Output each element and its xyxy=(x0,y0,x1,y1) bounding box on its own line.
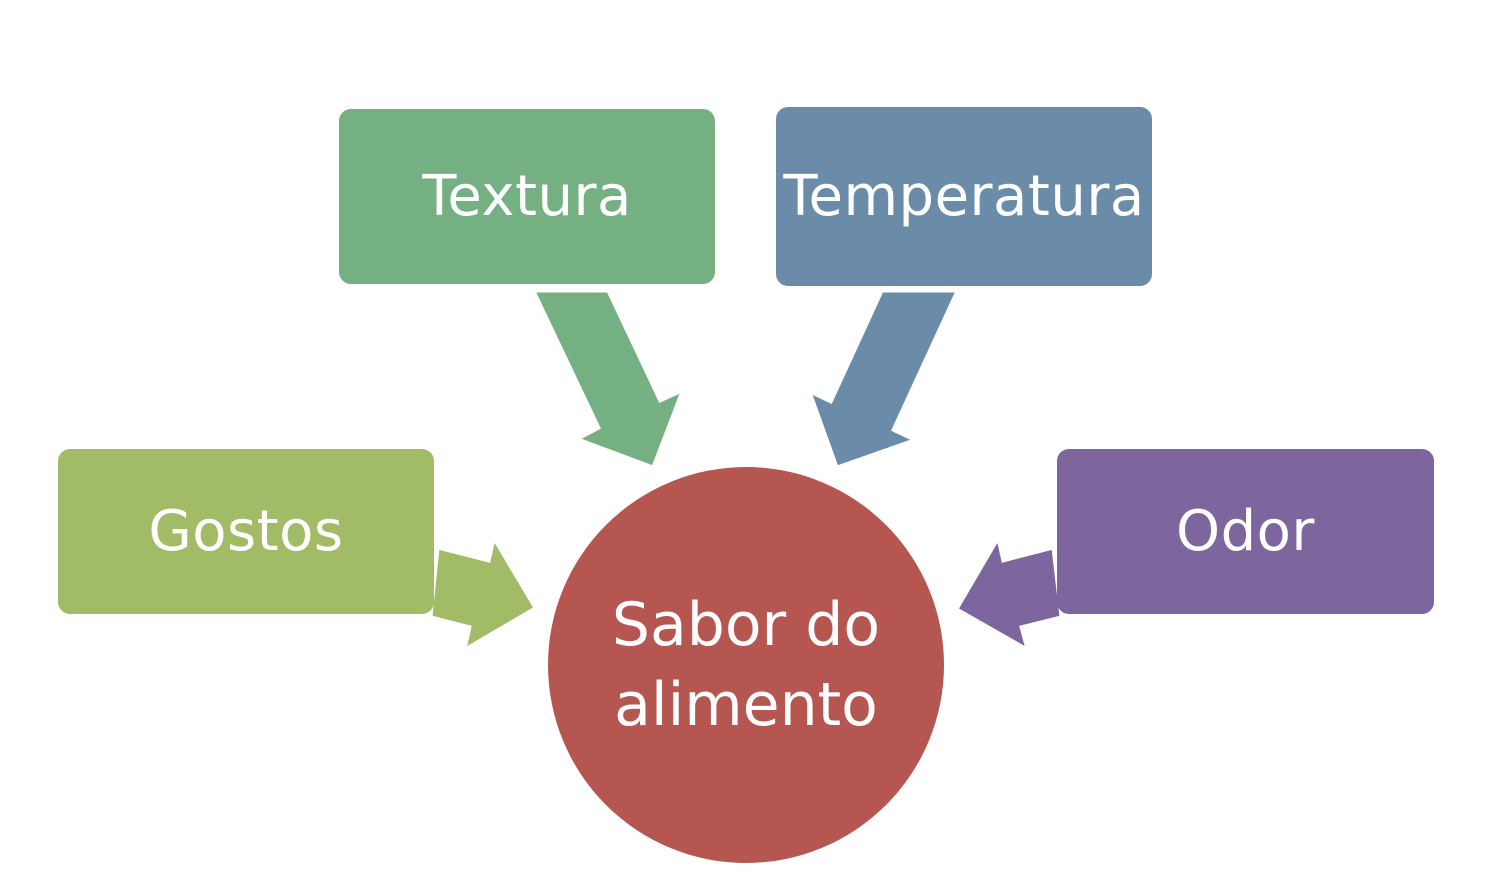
center-label-line1: Sabor do xyxy=(611,590,881,660)
node-textura: Textura xyxy=(339,109,715,284)
arrow-temperatura-to-center xyxy=(807,289,960,469)
arrow-odor-to-center xyxy=(954,534,1063,653)
node-gostos: Gostos xyxy=(58,449,434,614)
node-odor-label: Odor xyxy=(1176,499,1315,564)
center-node-sabor: Sabor do alimento xyxy=(548,467,944,863)
node-odor: Odor xyxy=(1057,449,1434,614)
arrow-gostos-to-center xyxy=(429,535,538,653)
node-textura-label: Textura xyxy=(422,164,632,229)
node-temperatura-label: Temperatura xyxy=(783,164,1145,229)
center-node-label: Sabor do alimento xyxy=(612,585,880,745)
node-gostos-label: Gostos xyxy=(148,499,344,564)
center-label-line2: alimento xyxy=(614,670,878,740)
node-temperatura: Temperatura xyxy=(776,107,1152,286)
arrow-textura-to-center xyxy=(531,289,685,469)
